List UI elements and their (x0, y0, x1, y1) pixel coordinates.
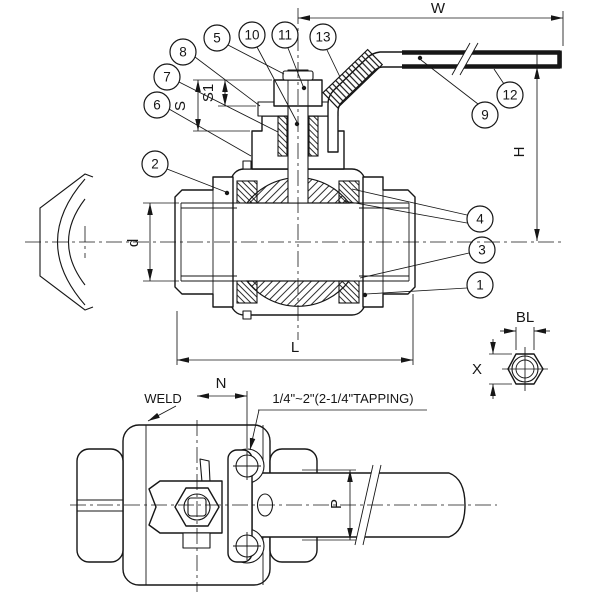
body-notch-top (242, 160, 252, 170)
dimension-s: S (172, 80, 250, 132)
dimension-s1: S1 (193, 79, 272, 107)
seat-top-left (236, 180, 258, 204)
callouts: 1 2 3 4 5 6 7 8 (141, 21, 524, 299)
svg-text:3: 3 (478, 243, 486, 258)
seat-bottom-left (236, 280, 258, 304)
dim-label-d: d (125, 239, 142, 247)
callout-12: 12 (493, 68, 524, 109)
dimension-l: L (176, 294, 414, 365)
dimension-h: H (511, 67, 540, 241)
svg-text:4: 4 (476, 212, 484, 227)
dim-label-n: N (216, 375, 227, 392)
svg-text:7: 7 (163, 70, 171, 85)
bottom-plan-view: N WELD 1/4"~2"(2-1/4"TAPPING) P (76, 375, 466, 586)
callout-3: 3 (359, 236, 496, 279)
svg-text:11: 11 (278, 28, 292, 43)
tapping-leader (249, 409, 260, 451)
main-section-view (174, 69, 416, 320)
dim-label-h: H (511, 147, 528, 158)
stem-packing-left (277, 115, 288, 157)
stop-pin (199, 458, 211, 483)
svg-text:1: 1 (476, 278, 484, 293)
callout-1: 1 (362, 271, 494, 299)
handle-grip (322, 48, 384, 109)
dimension-w: W (298, 0, 564, 46)
callout-5: 5 (203, 24, 285, 75)
dimensions: W H S1 S d L (125, 0, 564, 365)
grip-sleeve (322, 48, 384, 109)
svg-text:10: 10 (244, 28, 259, 43)
svg-text:5: 5 (213, 31, 221, 46)
dim-label-w: W (431, 0, 446, 17)
callout-11: 11 (271, 21, 307, 91)
svg-text:8: 8 (179, 45, 187, 60)
dim-label-x: X (472, 361, 482, 378)
plan-handle-bar (251, 472, 466, 538)
svg-text:12: 12 (502, 88, 517, 103)
dimension-n: N (197, 375, 248, 448)
callout-10: 10 (238, 21, 300, 127)
body-notch-bottom (242, 310, 252, 320)
callout-2: 2 (141, 150, 230, 196)
centerlines (25, 8, 563, 592)
callout-13: 13 (309, 23, 341, 78)
seat-bottom-right (338, 280, 360, 304)
dim-label-p: P (328, 499, 345, 509)
callout-6: 6 (143, 91, 252, 157)
svg-text:9: 9 (481, 108, 489, 123)
dim-label-l: L (291, 339, 299, 356)
break-gap (452, 43, 478, 75)
break-mark (459, 42, 479, 76)
svg-text:13: 13 (315, 30, 330, 45)
dim-label-s1: S1 (200, 84, 217, 102)
seat-top-right (338, 180, 360, 204)
dim-label-s: S (172, 101, 189, 111)
hex-nut-detail-view: BL X (472, 309, 550, 399)
plan-left-cap (76, 448, 124, 563)
svg-text:6: 6 (153, 98, 161, 113)
callout-4: 4 (343, 188, 494, 233)
svg-text:2: 2 (151, 157, 159, 172)
dim-label-bl: BL (516, 309, 534, 326)
weld-leader (147, 405, 177, 422)
dimension-x: X (472, 339, 512, 399)
tapping-note: 1/4"~2"(2-1/4"TAPPING) (249, 391, 427, 451)
handle-bracket (227, 449, 253, 563)
tapping-label: 1/4"~2"(2-1/4"TAPPING) (272, 391, 413, 406)
weld-label: WELD (144, 391, 182, 406)
stop-tab (182, 532, 211, 549)
stem-packing-right (308, 115, 319, 157)
dimension-bl: BL (500, 309, 550, 350)
break-mark (451, 42, 471, 76)
break-mark (354, 464, 374, 546)
end-view-inner-arc (68, 198, 86, 286)
callout-9: 9 (417, 55, 499, 129)
dimension-d: d (125, 202, 179, 282)
callout-7: 7 (153, 63, 279, 133)
left-end-cap (174, 176, 234, 308)
callout-8: 8 (169, 38, 261, 107)
weld-note: WELD (144, 391, 182, 422)
handle (322, 42, 562, 153)
